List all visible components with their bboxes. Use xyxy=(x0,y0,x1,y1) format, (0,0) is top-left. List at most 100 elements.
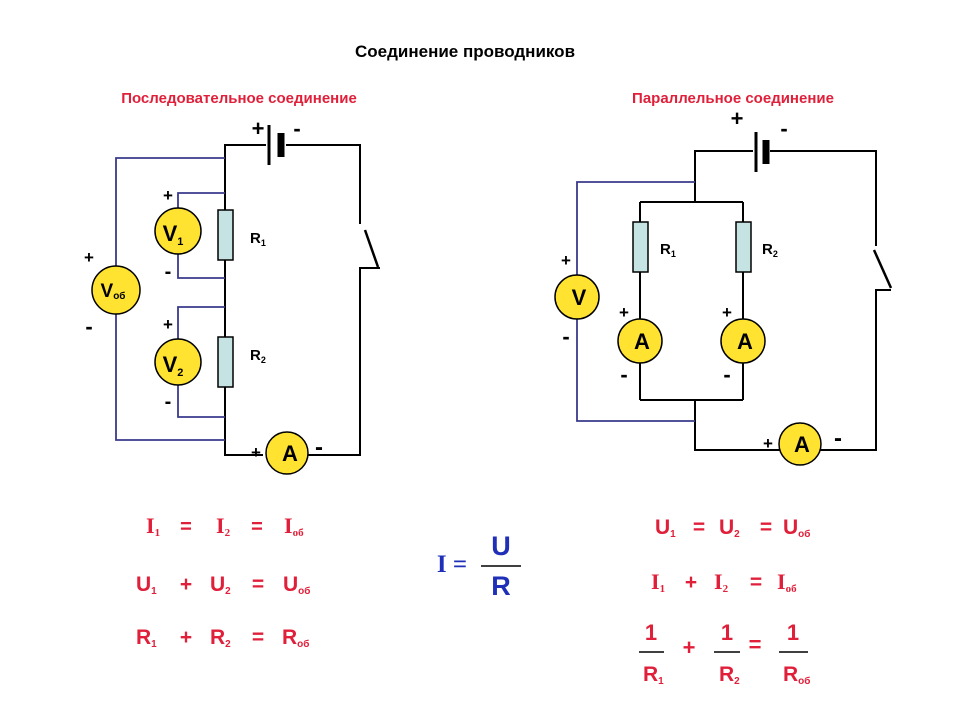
series-v1-plus: + xyxy=(163,186,173,205)
svg-text:Rоб: Rоб xyxy=(282,626,309,650)
series-voltmeter-v1 xyxy=(154,207,202,255)
svg-text:+: + xyxy=(180,626,192,649)
svg-text:=: = xyxy=(252,626,264,649)
parallel-r1-label: R1 xyxy=(660,241,676,259)
svg-text:U1: U1 xyxy=(655,516,676,540)
parallel-circuit: + - R1 R2 V + - A + - A + - A + - xyxy=(554,106,893,466)
parallel-wires xyxy=(639,150,891,451)
series-current-formula: I1 = I2 = Iоб xyxy=(146,513,304,539)
parallel-ammeter1-minus: - xyxy=(620,362,627,387)
series-resistor-r2 xyxy=(217,336,234,388)
svg-text:=: = xyxy=(252,573,264,596)
series-ammeter-minus: - xyxy=(315,434,323,461)
svg-text:I =: I = xyxy=(437,551,467,578)
series-probe-wires xyxy=(115,157,225,441)
series-circuit: + - R1 R2 V1 + - V2 + - Vоб + - xyxy=(84,116,380,475)
series-ammeter xyxy=(265,431,309,475)
svg-text:=: = xyxy=(749,632,762,657)
parallel-formulas: U1 = U2 = Uоб I1 + I2 = Iоб 1 R1 + 1 R2 … xyxy=(639,516,810,687)
series-resistance-formula: R1 + R2 = Rоб xyxy=(136,626,309,650)
series-voltmeter-total xyxy=(91,265,141,315)
svg-text:1: 1 xyxy=(721,620,733,645)
series-ammeter-plus: + xyxy=(251,443,261,462)
svg-text:I2: I2 xyxy=(714,569,729,595)
parallel-ammeter1-plus: + xyxy=(619,303,629,322)
series-v1-label: V1 xyxy=(163,221,184,248)
svg-text:Iоб: Iоб xyxy=(777,569,797,595)
page-title: Соединение проводников xyxy=(355,42,575,61)
svg-text:+: + xyxy=(685,571,697,594)
parallel-voltmeter-label: V xyxy=(572,285,587,310)
series-vtot-plus: + xyxy=(84,248,94,267)
svg-text:R2: R2 xyxy=(719,663,740,687)
svg-text:I1: I1 xyxy=(146,513,160,539)
series-v2-minus: - xyxy=(165,391,172,413)
svg-text:U: U xyxy=(491,531,511,561)
series-battery-minus: - xyxy=(293,116,300,141)
parallel-ammeter2-plus: + xyxy=(722,303,732,322)
svg-text:R: R xyxy=(491,571,511,601)
svg-text:=: = xyxy=(760,516,772,539)
parallel-r2-label: R2 xyxy=(762,241,778,259)
parallel-ammeter-main xyxy=(778,422,822,466)
parallel-heading: Параллельное соединение xyxy=(632,90,834,107)
parallel-ammeter-main-minus: - xyxy=(834,425,842,452)
svg-text:I2: I2 xyxy=(216,513,231,539)
svg-text:R2: R2 xyxy=(210,626,231,650)
parallel-ammeter2-minus: - xyxy=(723,362,730,387)
svg-text:=: = xyxy=(180,516,192,538)
series-voltmeter-v2 xyxy=(154,338,202,386)
svg-text:U1: U1 xyxy=(136,573,157,597)
series-v2-plus: + xyxy=(163,315,173,334)
svg-text:=: = xyxy=(693,516,705,539)
svg-text:I1: I1 xyxy=(651,569,665,595)
svg-text:=: = xyxy=(251,516,263,538)
series-battery xyxy=(267,125,285,165)
svg-text:+: + xyxy=(180,573,192,596)
svg-text:=: = xyxy=(750,571,762,594)
series-r1-label: R1 xyxy=(250,230,266,248)
series-r2-label: R2 xyxy=(250,347,266,365)
parallel-ammeter-2 xyxy=(720,318,766,364)
parallel-ammeter-main-plus: + xyxy=(763,434,773,453)
parallel-resistor-r2 xyxy=(735,221,752,273)
svg-text:Rоб: Rоб xyxy=(783,663,810,687)
series-vtot-label: Vоб xyxy=(101,281,126,302)
series-ammeter-label: A xyxy=(282,441,298,466)
svg-text:U2: U2 xyxy=(719,516,740,540)
parallel-voltmeter-plus: + xyxy=(561,251,571,270)
series-formulas: I1 = I2 = Iоб U1 + U2 = Uоб R1 + R2 = Rо… xyxy=(136,513,310,650)
series-v2-label: V2 xyxy=(163,352,184,379)
series-resistor-r1 xyxy=(217,209,234,261)
series-voltage-formula: U1 + U2 = Uоб xyxy=(136,573,310,597)
series-heading: Последовательное соединение xyxy=(121,90,357,107)
parallel-voltmeter xyxy=(554,274,600,320)
parallel-resistor-r1 xyxy=(632,221,649,273)
svg-text:1: 1 xyxy=(787,620,799,645)
parallel-voltmeter-minus: - xyxy=(562,324,569,349)
series-v1-minus: - xyxy=(165,261,172,283)
parallel-ammeter-main-label: A xyxy=(794,432,810,457)
parallel-battery-plus: + xyxy=(731,106,744,131)
svg-text:Uоб: Uоб xyxy=(783,516,810,540)
series-wires xyxy=(224,144,380,456)
series-vtot-minus: - xyxy=(85,314,92,339)
parallel-probe-wires xyxy=(576,181,695,422)
svg-text:R1: R1 xyxy=(643,663,664,687)
svg-text:U2: U2 xyxy=(210,573,231,597)
parallel-current-formula: I1 + I2 = Iоб xyxy=(651,569,797,595)
ohm-law-formula: I = U R xyxy=(437,531,521,601)
svg-text:Iоб: Iоб xyxy=(284,513,304,539)
parallel-voltage-formula: U1 = U2 = Uоб xyxy=(655,516,810,540)
series-switch xyxy=(363,229,380,268)
series-battery-plus: + xyxy=(252,116,265,141)
parallel-battery xyxy=(754,132,770,172)
svg-text:1: 1 xyxy=(645,620,657,645)
parallel-ammeter1-label: A xyxy=(634,329,650,354)
parallel-ammeter2-label: A xyxy=(737,329,753,354)
parallel-resistance-formula: 1 R1 + 1 R2 = 1 Rоб xyxy=(639,620,810,687)
parallel-ammeter-1 xyxy=(617,318,663,364)
svg-text:+: + xyxy=(683,635,696,660)
svg-text:R1: R1 xyxy=(136,626,157,650)
